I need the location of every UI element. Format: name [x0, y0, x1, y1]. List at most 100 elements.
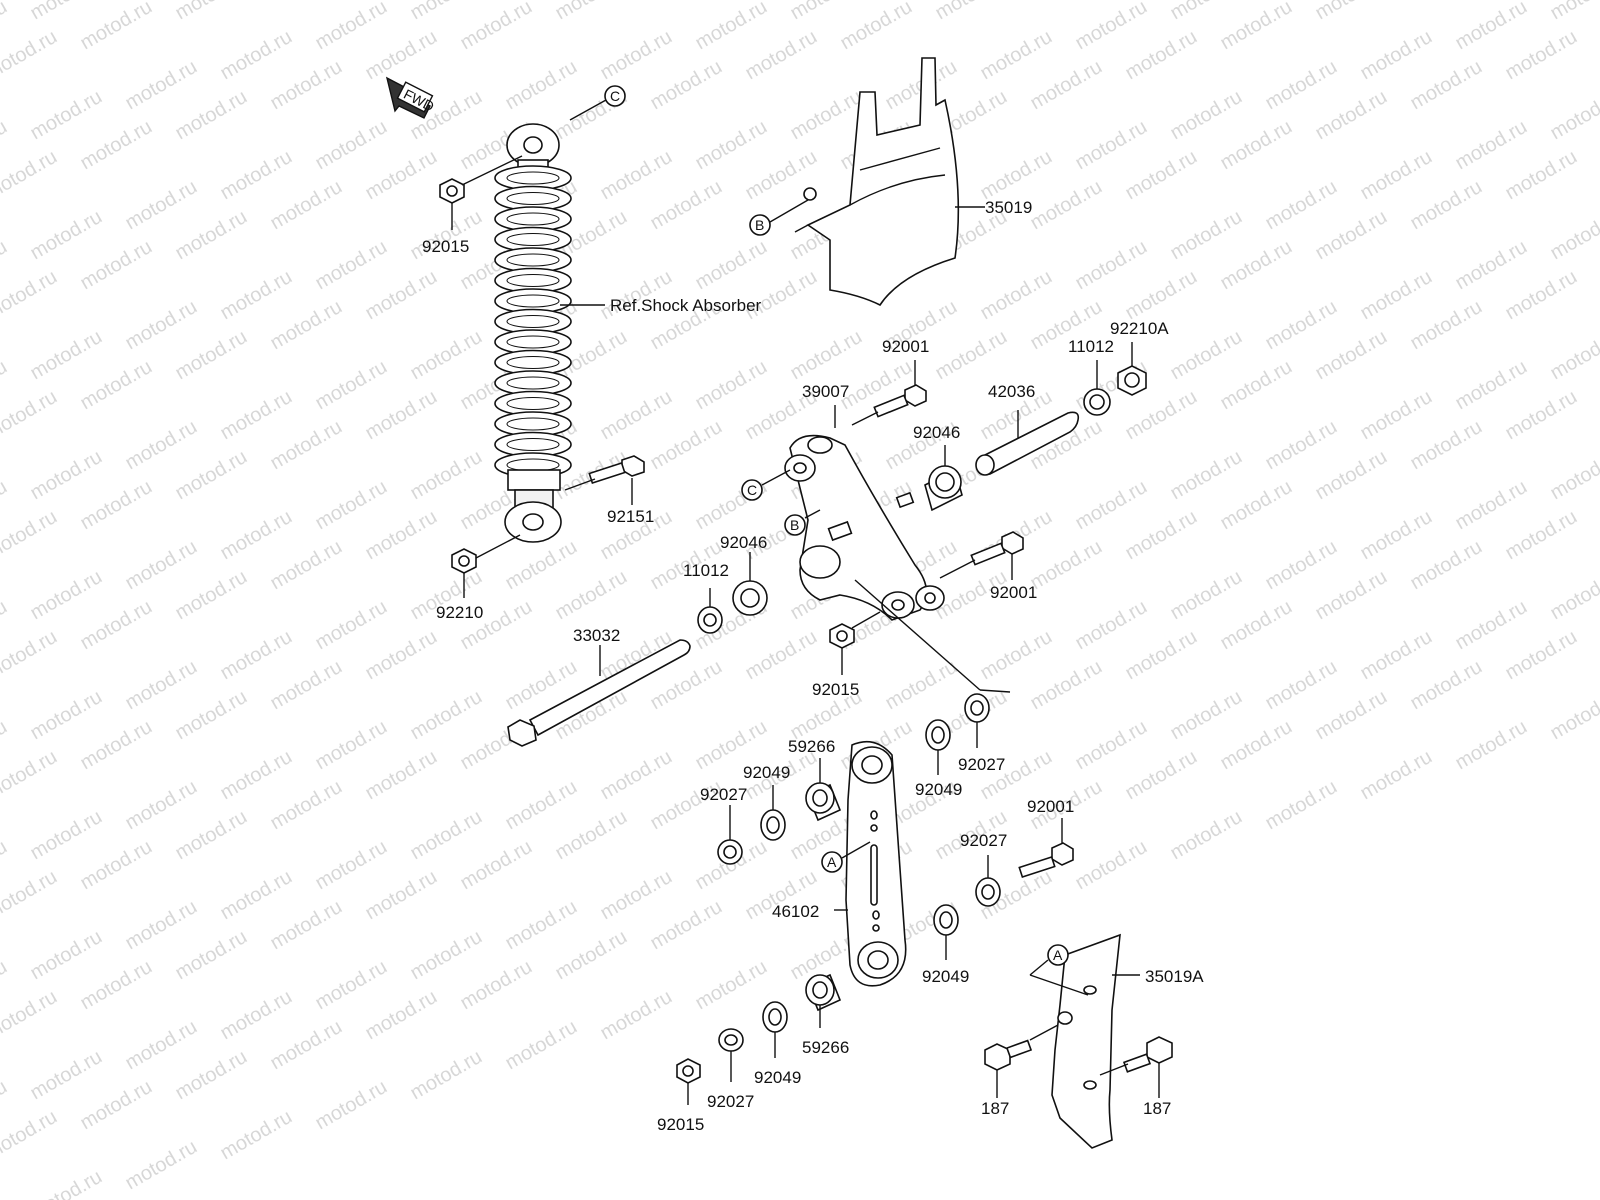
label-39007: 39007 — [802, 382, 849, 401]
bearing-92046-left — [732, 552, 768, 616]
watermark-text: motod.ru — [267, 896, 346, 955]
label-92210A: 92210A — [1110, 319, 1169, 338]
watermark-text: motod.ru — [552, 926, 631, 985]
watermark-text: motod.ru — [787, 326, 866, 385]
watermark-text: motod.ru — [0, 836, 11, 895]
watermark-text: motod.ru — [647, 56, 726, 115]
watermark-text: motod.ru — [502, 56, 581, 115]
watermark-text: motod.ru — [837, 0, 916, 54]
watermark-text: motod.ru — [1597, 476, 1600, 535]
watermark-text: motod.ru — [267, 296, 346, 355]
watermark-text: motod.ru — [1217, 356, 1296, 415]
watermark-text: motod.ru — [0, 356, 11, 415]
bolt-92001-top — [851, 360, 927, 426]
watermark-text: motod.ru — [172, 686, 251, 745]
watermark-text: motod.ru — [1122, 266, 1201, 325]
watermark-text: motod.ru — [977, 266, 1056, 325]
watermark-text: motod.ru — [0, 716, 11, 775]
watermark-text: motod.ru — [1027, 176, 1106, 235]
label-35019A: 35019A — [1145, 967, 1204, 986]
label-92027-low: 92027 — [707, 1092, 754, 1111]
watermark-text: motod.ru — [1217, 116, 1296, 175]
watermark-text: motod.ru — [267, 776, 346, 835]
watermark-text: motod.ru — [27, 1046, 106, 1105]
watermark-text: motod.ru — [217, 626, 296, 685]
watermark-text: motod.ru — [1072, 116, 1151, 175]
bolt-187-right — [1099, 1036, 1173, 1098]
watermark-text: motod.ru — [977, 626, 1056, 685]
label-59266-top: 59266 — [788, 737, 835, 756]
watermark-text: motod.ru — [1407, 176, 1486, 235]
watermark-text: motod.ru — [172, 0, 251, 24]
watermark-text: motod.ru — [1312, 86, 1391, 145]
watermark-text: motod.ru — [1072, 596, 1151, 655]
watermark-text: motod.ru — [407, 0, 486, 24]
watermark-text: motod.ru — [1262, 176, 1341, 235]
nut-92210A — [1117, 342, 1147, 396]
watermark-text: motod.ru — [1502, 26, 1581, 85]
bolt-92001-mid — [939, 531, 1024, 580]
watermark-text: motod.ru — [597, 26, 676, 85]
label-92049-left-1: 92049 — [743, 763, 790, 782]
sleeve-42036 — [975, 410, 1080, 476]
watermark-text: motod.ru — [1072, 716, 1151, 775]
collar-92027-low — [718, 1028, 744, 1082]
watermark-text: motod.ru — [0, 266, 61, 325]
washer-92049-low — [762, 1001, 788, 1058]
watermark-text: motod.ru — [407, 446, 486, 505]
watermark-text: motod.ru — [27, 86, 106, 145]
watermark-text: motod.ru — [1312, 0, 1391, 24]
watermark-text: motod.ru — [502, 1016, 581, 1075]
sleeve-59266-top — [805, 758, 842, 822]
ref-letter-b-mid: B — [790, 517, 799, 533]
watermark-text: motod.ru — [1357, 746, 1436, 805]
watermark-text: motod.ru — [1072, 236, 1151, 295]
watermark-text: motod.ru — [932, 0, 1011, 24]
watermark-text: motod.ru — [122, 296, 201, 355]
watermark-text: motod.ru — [1262, 56, 1341, 115]
watermark-text: motod.ru — [407, 326, 486, 385]
watermark-text: motod.ru — [692, 236, 771, 295]
label-92151: 92151 — [607, 507, 654, 526]
watermark-text: motod.ru — [1357, 26, 1436, 85]
shock-absorber — [494, 123, 572, 543]
watermark-text: motod.ru — [172, 1046, 251, 1105]
watermark-text: motod.ru — [1217, 716, 1296, 775]
watermark-text: motod.ru — [1167, 86, 1246, 145]
watermark-text: motod.ru — [172, 206, 251, 265]
ref-letter-a-bracket: A — [1053, 947, 1063, 963]
guard-35019 — [794, 57, 985, 307]
watermark-text: motod.ru — [122, 56, 201, 115]
sleeve-59266-low — [805, 973, 842, 1028]
watermark-text: motod.ru — [1597, 0, 1600, 54]
seal-11012-top — [1083, 360, 1111, 416]
watermark-text: motod.ru — [1167, 0, 1246, 24]
watermark-text: motod.ru — [77, 1076, 156, 1135]
watermark-text: motod.ru — [312, 0, 391, 54]
watermark-text: motod.ru — [362, 146, 441, 205]
watermark-text: motod.ru — [1357, 146, 1436, 205]
watermark-text: motod.ru — [1312, 206, 1391, 265]
watermark-text: motod.ru — [172, 566, 251, 625]
watermark-text: motod.ru — [27, 326, 106, 385]
watermark-text: motod.ru — [1547, 566, 1600, 625]
watermark-text: motod.ru — [0, 626, 61, 685]
watermark-text: motod.ru — [1407, 296, 1486, 355]
watermark-text: motod.ru — [1122, 146, 1201, 205]
washer-92049-right-1 — [925, 719, 951, 775]
watermark-text: motod.ru — [457, 0, 536, 54]
watermark-text: motod.ru — [1027, 56, 1106, 115]
watermark-text: motod.ru — [0, 386, 61, 445]
watermark-text: motod.ru — [1502, 386, 1581, 445]
ref-letter-c-top: C — [610, 88, 620, 104]
label-187-right: 187 — [1143, 1099, 1171, 1118]
watermark-text: motod.ru — [1407, 56, 1486, 115]
watermark-text: motod.ru — [1452, 116, 1531, 175]
label-ref-shock-absorber: Ref.Shock Absorber — [610, 296, 762, 315]
seal-11012-left — [697, 588, 723, 634]
watermark-text: motod.ru — [1167, 206, 1246, 265]
watermark-text: motod.ru — [932, 326, 1011, 385]
watermark-text: motod.ru — [1357, 266, 1436, 325]
watermark-text: motod.ru — [122, 176, 201, 235]
